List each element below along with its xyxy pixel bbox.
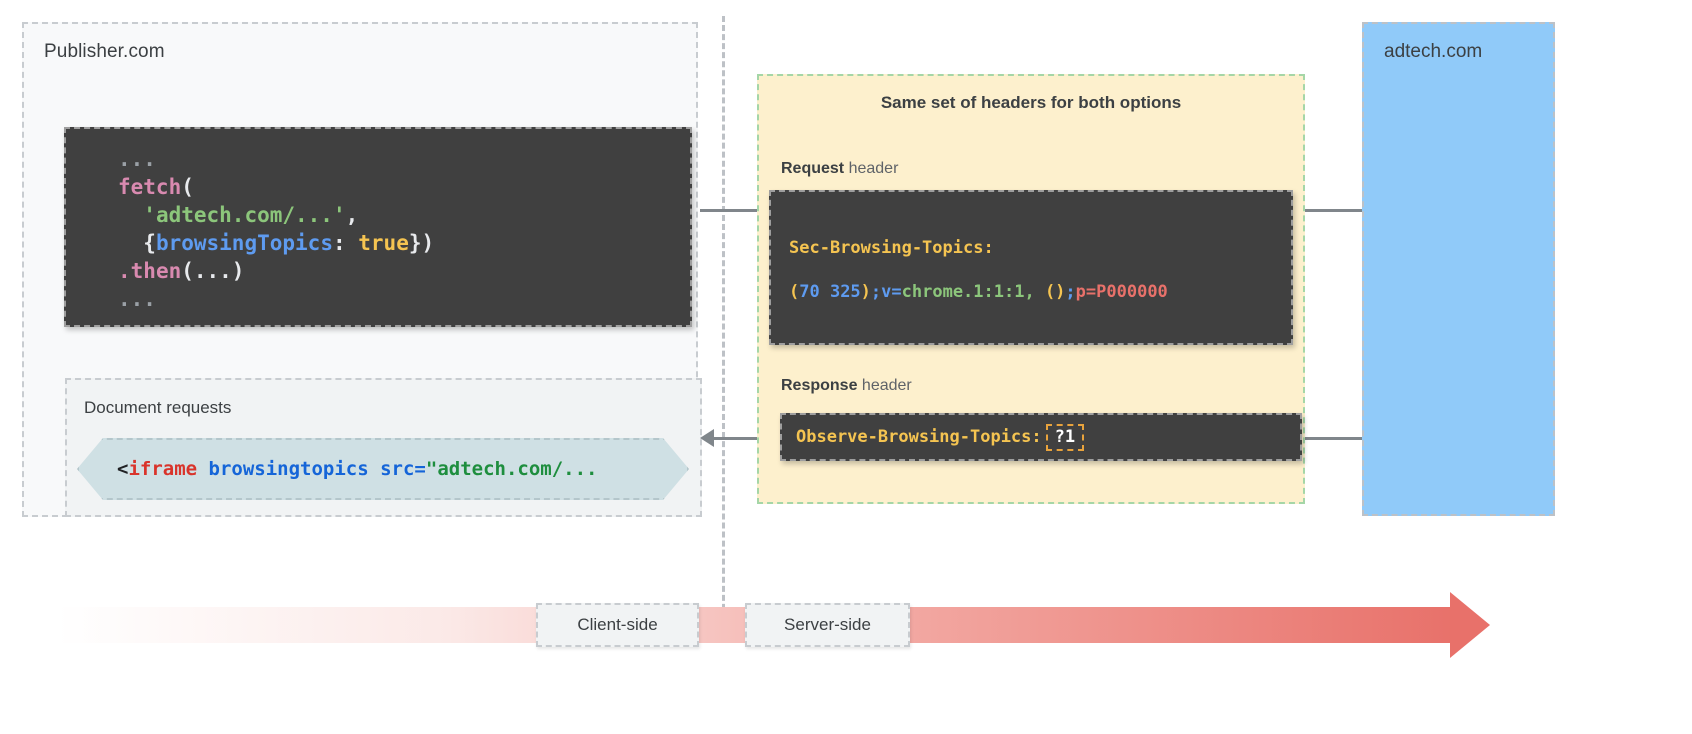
- server-side-label: Server-side: [784, 615, 871, 634]
- code-then-keyword: then: [130, 259, 182, 283]
- request-header-caption: Request header: [781, 160, 898, 178]
- response-connector-right: [1294, 437, 1386, 440]
- timeline-chip-server-side: Server-side: [745, 603, 910, 647]
- code-fetch-keyword: fetch: [118, 175, 182, 199]
- headers-panel-title: Same set of headers for both options: [880, 93, 1182, 112]
- document-requests-panel: Document requests <iframe browsingtopics…: [65, 378, 702, 517]
- adtech-panel: adtech.com: [1362, 22, 1555, 516]
- iframe-src-value: "adtech.com/...: [425, 458, 598, 480]
- code-browsingtopics-key: browsingTopics: [155, 231, 333, 255]
- code-ellipsis-top: ...: [118, 147, 156, 171]
- request-connector-left: [700, 209, 768, 212]
- iframe-code-chip: <iframe browsingtopics src="adtech.com/.…: [77, 438, 689, 500]
- publisher-label: Publisher.com: [44, 41, 165, 62]
- code-url-string: 'adtech.com/...': [143, 203, 346, 227]
- client-server-divider: [722, 16, 725, 628]
- request-paren-open: (: [789, 282, 800, 302]
- request-connector-right: [1292, 209, 1384, 212]
- timeline-chip-client-side: Client-side: [536, 603, 699, 647]
- iframe-tag-name: iframe: [128, 458, 198, 480]
- timeline-arrow-icon: [1450, 592, 1490, 658]
- response-header-caption: Response header: [781, 377, 912, 395]
- observe-browsing-topics-key: Observe-Browsing-Topics:: [796, 427, 1042, 447]
- document-requests-label: Document requests: [84, 398, 232, 417]
- code-true-value: true: [358, 231, 409, 255]
- request-paren-close: ): [860, 282, 871, 302]
- code-brace-open: {: [143, 231, 156, 255]
- response-header-box: Observe-Browsing-Topics:?1: [780, 413, 1302, 461]
- response-caption-rest: header: [857, 377, 912, 394]
- code-open-paren: (: [181, 175, 194, 199]
- code-brace-close: }: [408, 231, 422, 255]
- fetch-code-block: ... fetch( 'adtech.com/...', {browsingTo…: [64, 127, 692, 327]
- request-semicolon: ;: [1065, 282, 1076, 302]
- code-close-paren: ): [421, 231, 435, 255]
- iframe-angle-bracket: <: [117, 458, 129, 480]
- code-ellipsis-bottom: ...: [118, 287, 156, 311]
- request-caption-bold: Request: [781, 160, 845, 177]
- request-p-param: p=P000000: [1075, 282, 1168, 302]
- client-side-label: Client-side: [577, 615, 658, 634]
- request-version-value: chrome.1:1:1,: [901, 282, 1035, 302]
- sec-browsing-topics-key: Sec-Browsing-Topics:: [789, 238, 994, 258]
- response-arrow-icon: [700, 429, 714, 447]
- observe-browsing-topics-value: ?1: [1045, 423, 1085, 451]
- request-version-param: ;v=: [870, 282, 902, 302]
- request-empty-parens: (): [1034, 282, 1066, 302]
- request-caption-rest: header: [844, 160, 899, 177]
- iframe-attributes: browsingtopics src=: [197, 458, 426, 480]
- code-then-dot: .: [118, 259, 131, 283]
- response-connector-left: [712, 437, 782, 440]
- headers-panel: Same set of headers for both options Req…: [757, 74, 1305, 504]
- request-topic-ids: 70 325: [799, 282, 861, 302]
- adtech-label: adtech.com: [1384, 41, 1483, 62]
- request-header-box: Sec-Browsing-Topics: (70 325);v=chrome.1…: [769, 190, 1293, 345]
- response-caption-bold: Response: [781, 377, 858, 394]
- code-comma: ,: [345, 203, 359, 227]
- publisher-panel: Publisher.com ... fetch( 'adtech.com/...…: [22, 22, 702, 517]
- code-colon: :: [332, 231, 359, 255]
- code-then-args: (...): [181, 259, 245, 283]
